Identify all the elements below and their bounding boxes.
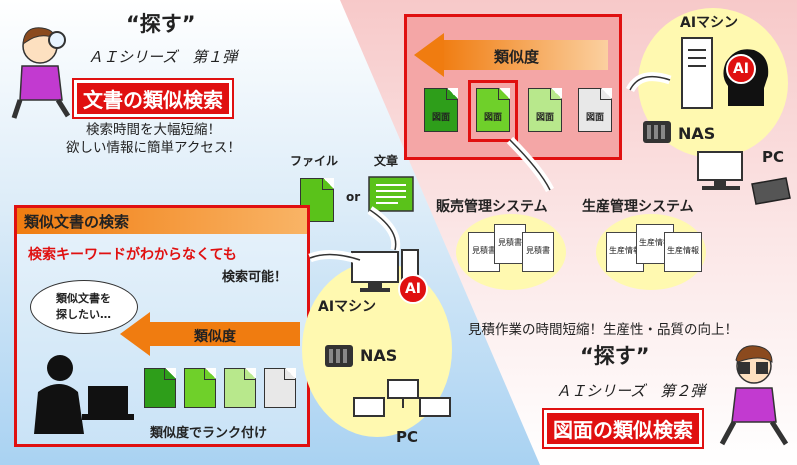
rank-label: 類似度でランク付け	[150, 426, 268, 441]
person-at-computer-icon	[34, 355, 134, 434]
file-label: ファイル	[290, 154, 339, 168]
prod-doc-2-label: 生産情報	[639, 238, 671, 247]
ai-machine-label-right: AIマシン	[680, 15, 739, 31]
pc-group-icon-left	[353, 379, 451, 417]
benefit-line-right: 見積作業の時間短縮！生産性・品質の向上！	[468, 322, 738, 338]
drawing-doc-1: 図面	[424, 88, 458, 132]
drawing-label-4: 図面	[585, 113, 604, 123]
ranked-doc-2	[184, 368, 216, 408]
similarity-arrow-body-right	[440, 40, 608, 70]
keyword-line: 検索キーワードがわからなくても	[28, 247, 237, 263]
searchable-label: 検索可能！	[222, 270, 288, 285]
nas-icon-right	[643, 121, 671, 143]
flow-arrows	[308, 72, 672, 265]
or-label: or	[346, 190, 361, 204]
drawing-doc-2: 図面	[476, 88, 510, 132]
similar-doc-header: 類似文書の検索	[24, 213, 130, 231]
prod-doc-1-label: 生産情報	[609, 246, 641, 255]
thought-line-1: 類似文書を	[56, 292, 111, 305]
production-system-label: 生産管理システム	[582, 199, 694, 215]
drawing-doc-3: 図面	[528, 88, 562, 132]
pc-label-right: PC	[762, 148, 785, 166]
title-drawing-search: 図面の類似検索	[544, 410, 702, 447]
ai-machine-label-left: AIマシン	[318, 299, 377, 315]
sales-doc-3: 見積書	[522, 232, 554, 272]
ai-badge-left: AI	[398, 274, 428, 304]
searching-person-icon	[11, 27, 71, 119]
drawing-label-1: 図面	[431, 113, 450, 123]
drawing-doc-4: 図面	[578, 88, 612, 132]
ai-badge-right: AI	[726, 54, 756, 84]
prod-doc-3-label: 生産情報	[667, 246, 699, 255]
ranked-doc-3	[224, 368, 256, 408]
binoculars-person-icon	[719, 345, 789, 446]
selected-drawing-highlight	[468, 80, 518, 142]
benefit-line-1: 検索時間を大幅短縮！	[86, 122, 221, 138]
similarity-label-left: 類似度	[194, 329, 236, 345]
similarity-arrow-head-right	[414, 33, 444, 77]
sales-doc-2: 見積書	[494, 224, 526, 264]
nas-label-left: NAS	[360, 346, 398, 365]
thought-line-2: 探したい…	[56, 308, 111, 321]
nas-icon-left	[325, 345, 353, 367]
similar-doc-header-bar	[17, 208, 307, 234]
text-document-icon	[368, 176, 414, 212]
similarity-arrow-head	[120, 312, 150, 356]
ranked-doc-1	[144, 368, 176, 408]
sales-doc-2-label: 見積書	[498, 238, 522, 247]
server-icon-right	[681, 37, 713, 109]
quote-search-1: “探す”	[126, 12, 196, 36]
sales-doc-1-label: 見積書	[472, 246, 496, 255]
similarity-arrow-body	[148, 322, 300, 346]
quote-search-2: “探す”	[580, 344, 650, 368]
sales-doc-3-label: 見積書	[526, 246, 550, 255]
benefit-line-2: 欲しい情報に簡単アクセス！	[66, 140, 241, 156]
prod-doc-3: 生産情報	[664, 232, 702, 272]
series-label-2: ＡＩシリーズ 第２弾	[556, 382, 706, 400]
nas-label-right: NAS	[678, 124, 716, 143]
similarity-label-right: 類似度	[494, 48, 540, 66]
title-document-search: 文書の類似検索	[74, 80, 232, 117]
drawing-label-3: 図面	[535, 113, 554, 123]
series-label-1: ＡＩシリーズ 第１弾	[88, 48, 238, 66]
drawing-label-2: 図面	[483, 113, 502, 123]
sales-system-label: 販売管理システム	[436, 199, 548, 215]
document-label: 文章	[374, 154, 399, 168]
pc-scanner-icon-right	[697, 151, 791, 205]
pc-label-left: PC	[396, 428, 419, 446]
ranked-doc-4	[264, 368, 296, 408]
